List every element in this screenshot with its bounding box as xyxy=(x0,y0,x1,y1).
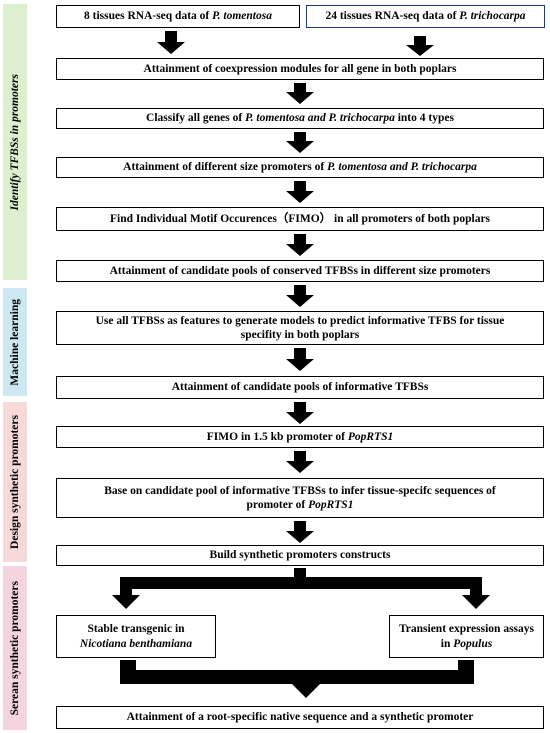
box-coexpression-modules: Attainment of coexpression modules for a… xyxy=(56,58,544,80)
arrow-down-10 xyxy=(286,451,314,473)
stage-label-identify: Identify TFBSs in promoters xyxy=(3,4,27,280)
arrow-down-6 xyxy=(286,234,314,256)
arrow-down-8 xyxy=(286,348,314,371)
arrow-down-2 xyxy=(406,36,434,56)
arrow-merge xyxy=(120,660,474,698)
arrow-down-4 xyxy=(286,132,314,153)
arrow-down-3 xyxy=(286,83,314,104)
arrow-down-7 xyxy=(286,285,314,307)
box-stable-transgenic: Stable transgenic in Nicotiana benthamia… xyxy=(56,615,216,658)
stage-label-design: Design synthetic promoters xyxy=(3,402,27,562)
arrow-down-11 xyxy=(286,521,314,543)
box-tomentosa-rnaseq: 8 tissues RNA-seq data of P. tomentosa xyxy=(56,5,300,28)
box-final-outcome: Attainment of a root-specific native seq… xyxy=(56,706,544,729)
box-classify-genes: Classify all genes of P. tomentosa and P… xyxy=(56,108,544,129)
arrow-down-1 xyxy=(157,31,185,54)
arrow-split xyxy=(112,568,490,609)
arrow-down-5 xyxy=(286,181,314,203)
arrow-down-9 xyxy=(286,402,314,424)
box-transient-expression: Transient expression assays in Populus xyxy=(389,615,544,658)
box-informative-tfbs-pools: Attainment of candidate pools of informa… xyxy=(56,376,544,399)
box-ml-models: Use all TFBSs as features to generate mo… xyxy=(56,311,544,345)
box-trichocarpa-rnaseq: 24 tissues RNA-seq data of P. trichocarp… xyxy=(306,5,545,28)
box-fimo-all-promoters: Find Individual Motif Occurences（FIMO） i… xyxy=(56,207,544,231)
box-infer-tissue-specific: Base on candidate pool of informative TF… xyxy=(56,478,544,518)
box-conserved-tfbs-pools: Attainment of candidate pools of conserv… xyxy=(56,260,544,282)
stage-label-machine-learning: Machine learning xyxy=(3,288,27,396)
box-promoter-sizes: Attainment of different size promoters o… xyxy=(56,157,544,178)
box-build-constructs: Build synthetic promoters constructs xyxy=(56,545,544,566)
stage-label-screen: Serean synthetic promoters xyxy=(3,566,27,730)
box-fimo-poprts1: FIMO in 1.5 kb promoter of PopRTS1 xyxy=(56,426,544,448)
